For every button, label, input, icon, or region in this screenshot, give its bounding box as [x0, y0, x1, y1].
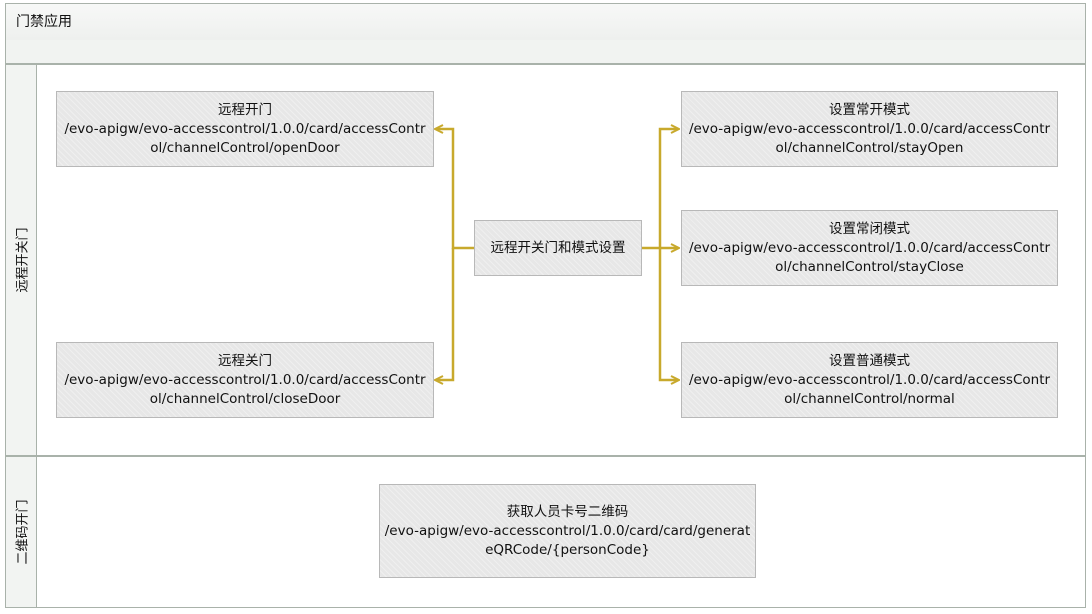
lane-qr-label-cell: 二维码开门 [6, 457, 37, 607]
node-normal-title: 设置普通模式 [829, 352, 910, 369]
connector-to-normal [658, 248, 678, 380]
connector-to-open-door [436, 129, 474, 250]
node-normal[interactable]: 设置普通模式 /evo-apigw/evo-accesscontrol/1.0.… [681, 342, 1058, 418]
node-stay-close-title: 设置常闭模式 [829, 220, 910, 237]
node-center-title: 远程开关门和模式设置 [490, 239, 626, 256]
node-open-door-path: /evo-apigw/evo-accesscontrol/1.0.0/card/… [64, 120, 426, 156]
node-center[interactable]: 远程开关门和模式设置 [474, 220, 642, 276]
node-stay-open[interactable]: 设置常开模式 /evo-apigw/evo-accesscontrol/1.0.… [681, 91, 1058, 167]
lane-remote-label-cell: 远程开关门 [6, 65, 37, 455]
connector-to-stay-open [642, 129, 678, 250]
node-stay-close-path: /evo-apigw/evo-accesscontrol/1.0.0/card/… [688, 239, 1051, 275]
pool-header: 门禁应用 [5, 3, 1086, 41]
node-stay-open-title: 设置常开模式 [829, 101, 910, 118]
pool-subheader [5, 40, 1086, 64]
connector-to-close-door [436, 248, 455, 380]
node-open-door-title: 远程开门 [218, 101, 272, 118]
node-qr-code[interactable]: 获取人员卡号二维码 /evo-apigw/evo-accesscontrol/1… [379, 484, 756, 578]
node-close-door[interactable]: 远程关门 /evo-apigw/evo-accesscontrol/1.0.0/… [56, 342, 434, 418]
node-close-door-title: 远程关门 [218, 352, 272, 369]
pool-title: 门禁应用 [16, 14, 72, 30]
node-close-door-path: /evo-apigw/evo-accesscontrol/1.0.0/card/… [64, 371, 426, 407]
node-normal-path: /evo-apigw/evo-accesscontrol/1.0.0/card/… [688, 371, 1051, 407]
node-stay-close[interactable]: 设置常闭模式 /evo-apigw/evo-accesscontrol/1.0.… [681, 210, 1058, 286]
node-qr-code-path: /evo-apigw/evo-accesscontrol/1.0.0/card/… [384, 522, 751, 558]
node-qr-code-title: 获取人员卡号二维码 [506, 503, 629, 520]
node-stay-open-path: /evo-apigw/evo-accesscontrol/1.0.0/card/… [688, 120, 1051, 156]
node-open-door[interactable]: 远程开门 /evo-apigw/evo-accesscontrol/1.0.0/… [56, 91, 434, 167]
